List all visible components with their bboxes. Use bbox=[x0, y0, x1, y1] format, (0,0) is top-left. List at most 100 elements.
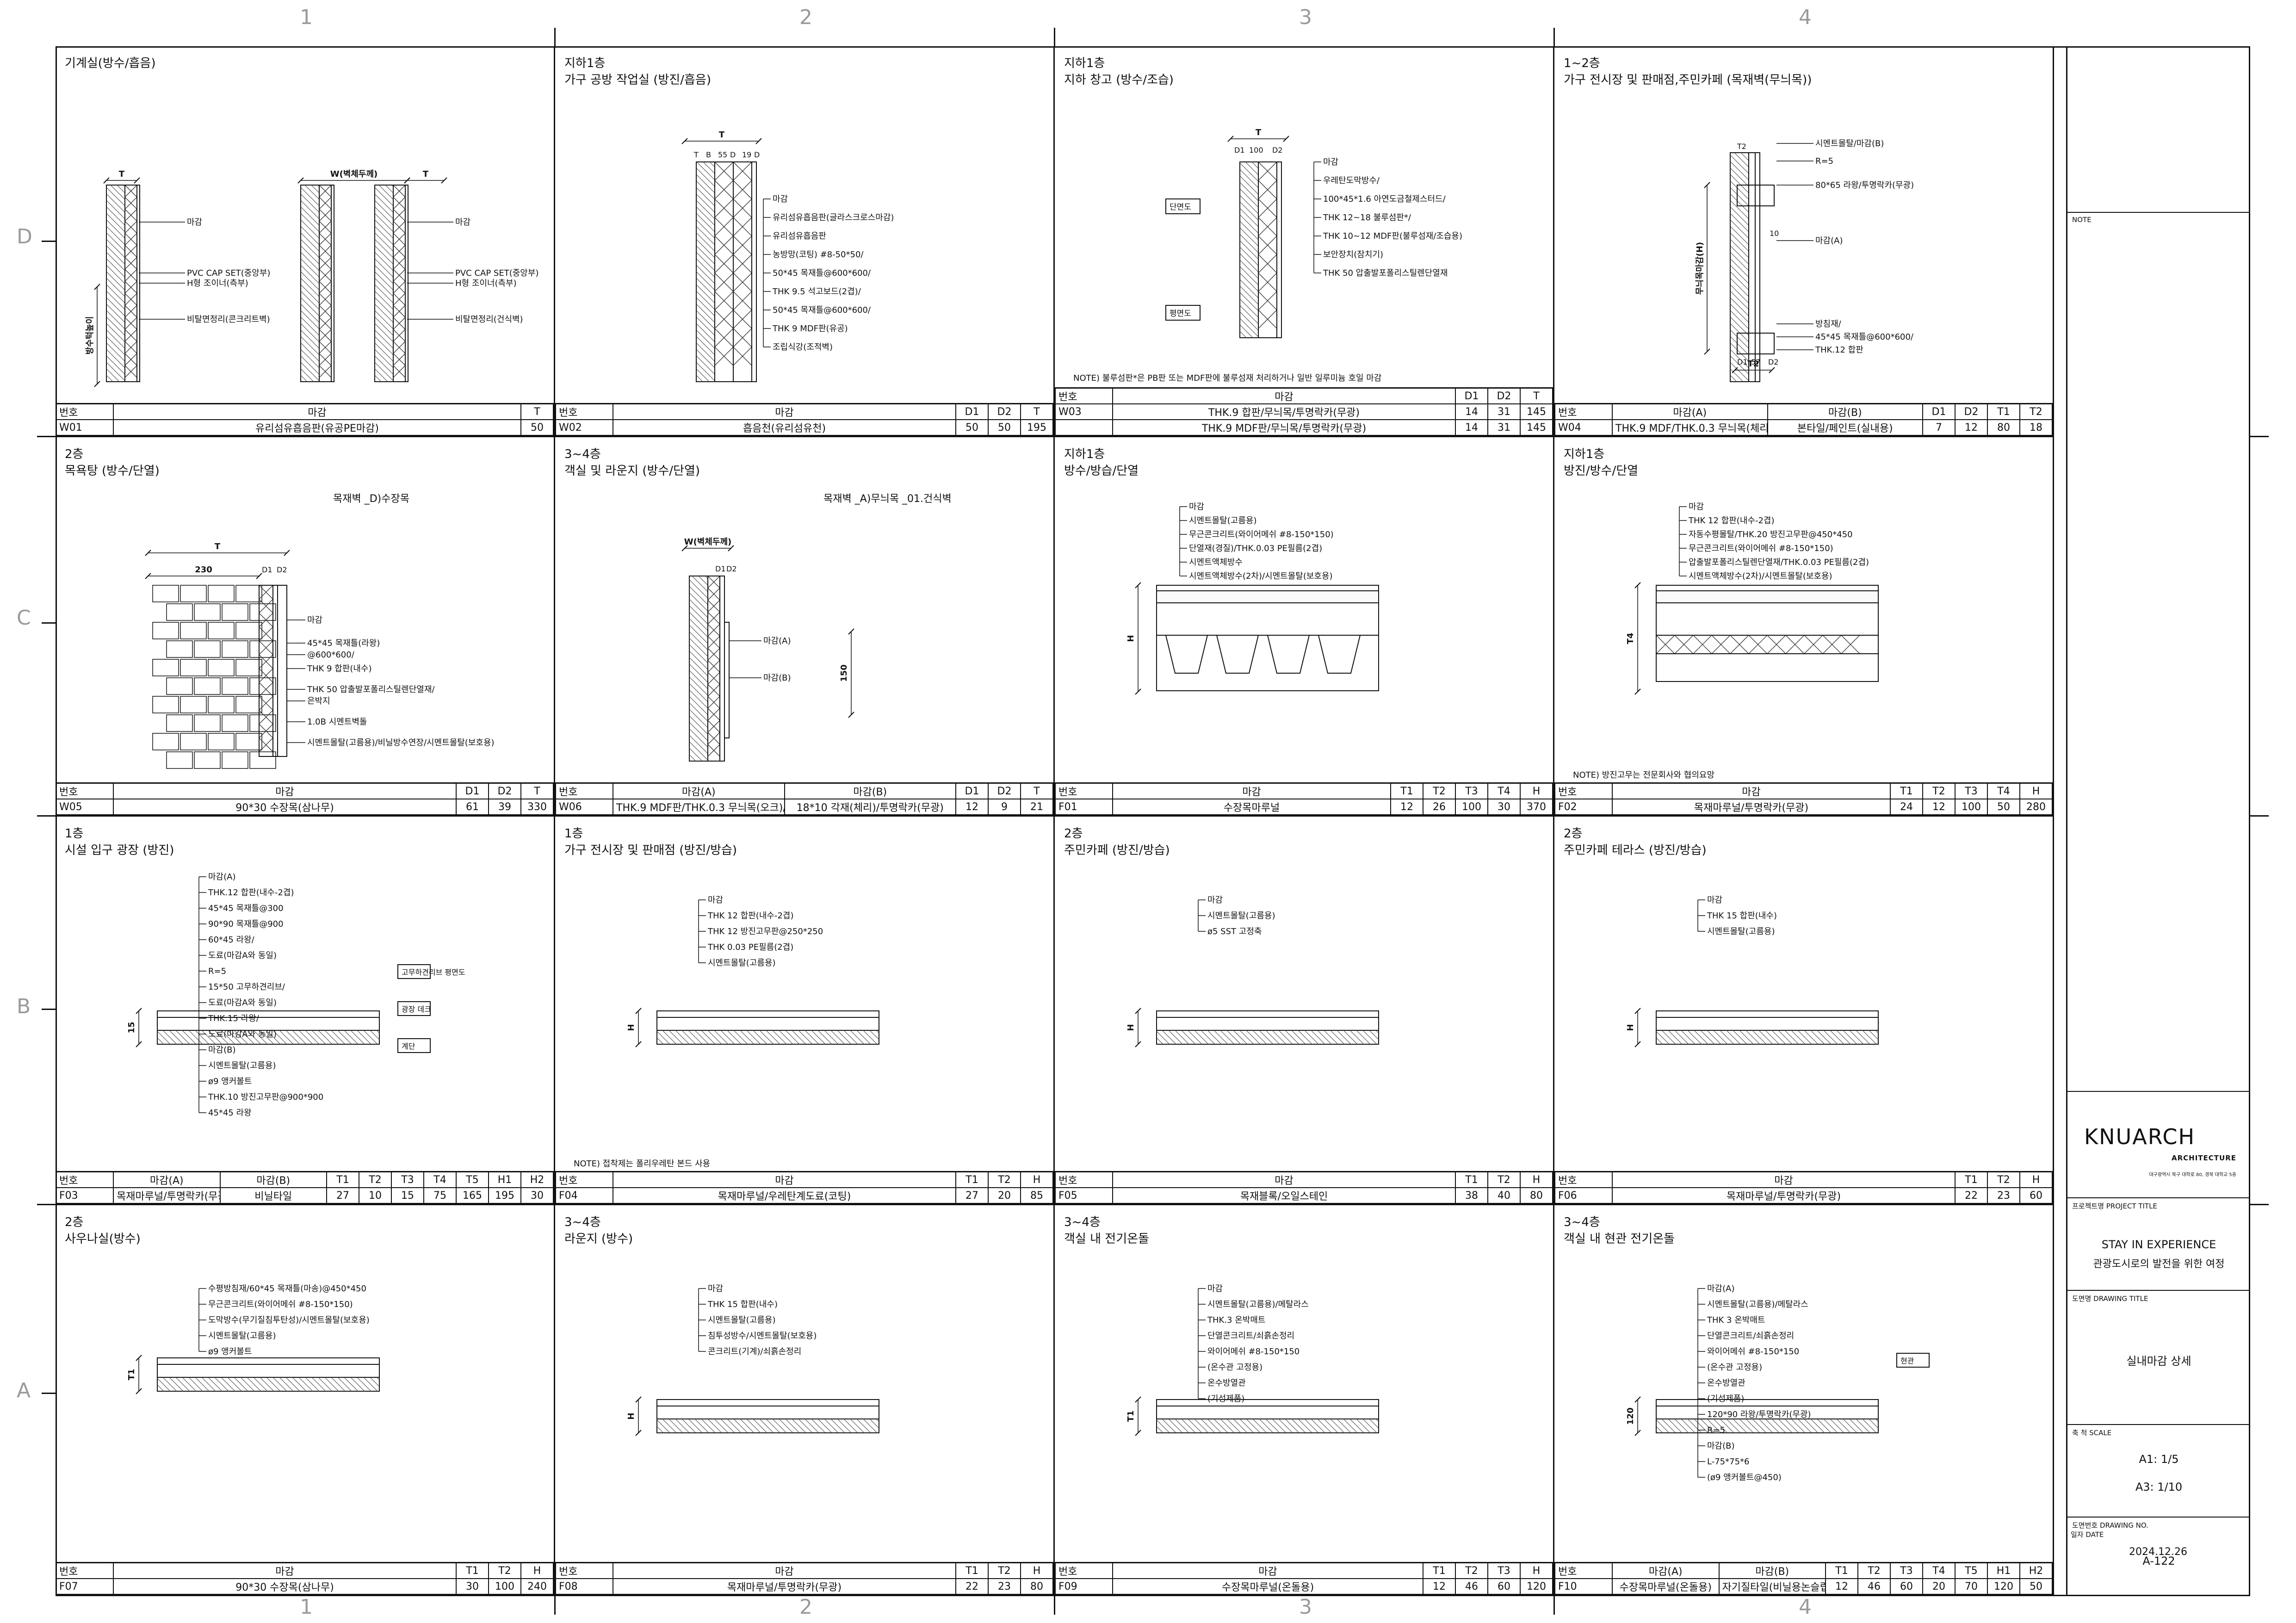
spec-header-cell: H bbox=[1520, 782, 1553, 799]
spec-header-cell: T2 bbox=[1987, 1171, 2020, 1188]
tick bbox=[2250, 1204, 2269, 1205]
annotation-label: 시멘트몰탈(고름용)/메탈라스 bbox=[1207, 1300, 1309, 1309]
concrete-wall bbox=[106, 185, 125, 382]
spec-header-cell: 마감 bbox=[1112, 1562, 1423, 1579]
spec-cell: 수장목마루널 bbox=[1112, 799, 1391, 815]
dim-height-label: 무늬목마감(H) bbox=[1695, 242, 1705, 295]
spec-cell: 50 bbox=[2019, 1578, 2053, 1595]
annotation-label: 시멘트몰탈(고름용) bbox=[208, 1061, 276, 1071]
mortar-bed bbox=[1156, 590, 1379, 603]
spec-cell: 80 bbox=[1987, 419, 2020, 436]
spec-cell: 24 bbox=[1890, 799, 1923, 815]
spec-cell: 85 bbox=[1020, 1187, 1053, 1204]
spec-header-cell: D2 bbox=[488, 782, 521, 799]
annotation-label: THK 15 합판(내수) bbox=[707, 1300, 778, 1309]
spec-cell: 330 bbox=[520, 799, 554, 815]
annotation-label: THK.10 방진고무판@900*900 bbox=[208, 1092, 323, 1102]
spec-header-cell: T bbox=[1520, 387, 1553, 404]
annotation-label: THK.15 라왕/ bbox=[208, 1014, 260, 1023]
spec-cell: 목재마루널/우레탄계도료(코팅) bbox=[613, 1187, 956, 1204]
grid-col-2-bottom: 2 bbox=[799, 1595, 812, 1619]
spec-cell: W05 bbox=[56, 799, 114, 815]
spec-cell: 100 bbox=[1955, 799, 1988, 815]
panel-title: 3~4층 bbox=[564, 447, 601, 461]
panel-title: 3~4층 bbox=[564, 1215, 601, 1229]
panel-subtitle: 방수/방습/단열 bbox=[1064, 464, 1139, 478]
substrate bbox=[157, 1364, 380, 1378]
annotation-label: THK 0.03 PE필름(2겹) bbox=[707, 942, 793, 952]
spec-cell: F04 bbox=[555, 1187, 613, 1204]
tick bbox=[2250, 815, 2269, 817]
annotation-label: 마감 bbox=[1189, 502, 1204, 512]
dim-t bbox=[103, 177, 140, 184]
absorber-panel bbox=[714, 161, 734, 382]
spec-cell: 61 bbox=[456, 799, 489, 815]
spec-header-cell: 마감 bbox=[613, 403, 956, 420]
spec-header-cell: 마감 bbox=[113, 1562, 457, 1579]
tick bbox=[37, 436, 56, 437]
dim-t2-label: T bbox=[423, 169, 429, 179]
spec-cell: 20 bbox=[1922, 1578, 1956, 1595]
panel-title: 3~4층 bbox=[1064, 1215, 1101, 1229]
base-slab bbox=[1656, 653, 1879, 682]
annotation-label: 마감 bbox=[455, 217, 470, 227]
board-layer bbox=[1748, 152, 1756, 382]
date-label: 일자 DATE bbox=[2071, 1530, 2104, 1539]
spec-header-cell: T2 bbox=[1857, 1562, 1891, 1579]
annotation-label: 50*45 목재틀@600*600/ bbox=[773, 268, 871, 278]
spec-header-cell: T5 bbox=[456, 1171, 489, 1188]
annotation-label: (기성제품) bbox=[1707, 1394, 1744, 1404]
spec-cell: 50 bbox=[520, 419, 554, 436]
spec-cell: 유리섬유흡음판(유공PE마감) bbox=[113, 419, 521, 436]
spec-header-cell: 마감 bbox=[113, 403, 521, 420]
spec-header-cell: T1 bbox=[1423, 1562, 1456, 1579]
dim-label: 57 bbox=[1751, 358, 1760, 366]
annotation-label: 와이어메쉬 #8-150*150 bbox=[1207, 1347, 1300, 1357]
spec-cell: F03 bbox=[56, 1187, 114, 1204]
finish-layer bbox=[331, 185, 334, 382]
spec-header-cell: T3 bbox=[391, 1171, 424, 1188]
tick bbox=[37, 1204, 56, 1205]
spec-cell: 46 bbox=[1857, 1578, 1891, 1595]
grid-row-d: D bbox=[17, 225, 32, 248]
spec-cell: 60 bbox=[1487, 1578, 1521, 1595]
spec-cell: F07 bbox=[56, 1578, 114, 1595]
spec-header-cell: 마감 bbox=[1112, 1171, 1456, 1188]
annotation-label: 비탈면정리(건식벽) bbox=[455, 315, 523, 324]
spec-cell: 18*10 각재(체리)/투명락카(무광) bbox=[784, 799, 956, 815]
annotation-label: 마감(B) bbox=[763, 673, 791, 683]
spec-header-cell: T1 bbox=[1825, 1562, 1858, 1579]
spec-header-cell: T4 bbox=[1487, 782, 1521, 799]
tick bbox=[1054, 1596, 1055, 1615]
annotation-label: 마감 bbox=[773, 194, 788, 204]
grid-col-3-top: 3 bbox=[1299, 6, 1312, 29]
dim-t bbox=[681, 138, 762, 144]
spec-header-cell: T2 bbox=[1423, 782, 1456, 799]
annotation-label: 우레탄도막방수/ bbox=[1323, 176, 1380, 186]
annotation-label: 시멘트액체방수(2차)/시멘트몰탈(보호용) bbox=[1189, 571, 1333, 581]
annotation-label: 마감 bbox=[187, 217, 202, 227]
annotation-label: 침투성방수/시멘트몰탈(보호용) bbox=[708, 1331, 817, 1341]
leader-group bbox=[1697, 1288, 1705, 1478]
annotation-label: 60*45 라왕/ bbox=[208, 935, 255, 945]
spec-cell: 39 bbox=[488, 799, 521, 815]
spec-header-cell: D1 bbox=[456, 782, 489, 799]
annotation-label: 시멘트몰탈(고름용) bbox=[1189, 516, 1257, 526]
panel-title: 지하1층 bbox=[1564, 447, 1605, 461]
annotation-label: 15*50 고무하견리브/ bbox=[208, 982, 285, 992]
spec-header-cell: T bbox=[520, 782, 554, 799]
annotation-label: 시멘트몰탈/마감(B) bbox=[1815, 139, 1884, 149]
scale-box: 축 척 SCALE A1: 1/5 A3: 1/10 bbox=[2067, 1425, 2250, 1518]
spec-cell: 21 bbox=[1020, 799, 1053, 815]
spec-cell: THK.9 MDF판/THK.0.3 무늬목(오크)/투명락카(무광) bbox=[613, 799, 785, 815]
